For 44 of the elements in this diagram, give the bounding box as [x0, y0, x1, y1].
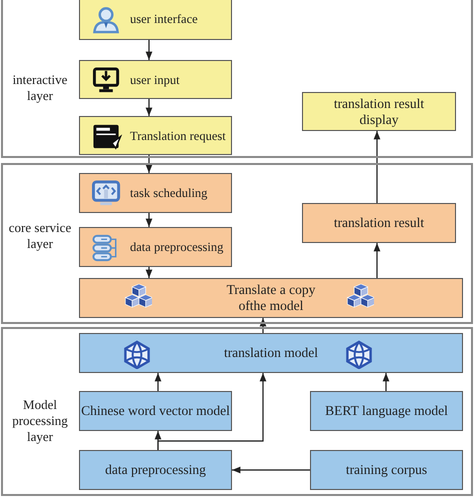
- arrow: [374, 131, 380, 203]
- layer-label: core service layer: [8, 220, 72, 252]
- box-label: BERT language model: [325, 403, 448, 419]
- box-label: translation result: [334, 215, 424, 231]
- layer-band: [1, 163, 473, 324]
- process-box: [79, 116, 232, 155]
- arrow: [232, 466, 310, 474]
- arrow: [146, 155, 152, 173]
- arrow: [260, 318, 266, 333]
- layer-band: [1, 0, 473, 158]
- process-box: [302, 92, 456, 131]
- box-label: Translate a copy ofthe model: [226, 282, 316, 314]
- arrow: [157, 373, 266, 450]
- box-label: Translation request: [130, 128, 227, 144]
- arrow: [146, 40, 152, 60]
- process-box: [302, 203, 456, 243]
- box-label: data preprocessing: [105, 462, 206, 478]
- layer-label: Model processing layer: [11, 397, 69, 445]
- process-box: [79, 173, 232, 213]
- arrow: [146, 99, 152, 116]
- process-box: [79, 278, 463, 318]
- arrow: [382, 373, 390, 391]
- box-label: data preprocessing: [130, 239, 224, 255]
- process-box: [79, 0, 232, 40]
- process-box: [79, 227, 232, 267]
- box-label: Chinese word vector model: [81, 403, 230, 419]
- layer-label: interactive layer: [12, 72, 68, 104]
- process-box: [79, 391, 232, 431]
- arrow: [374, 243, 380, 278]
- arrow: [154, 373, 162, 391]
- box-label: task scheduling: [130, 185, 208, 201]
- box-label: user input: [130, 72, 181, 88]
- box-label: translation result display: [332, 96, 426, 128]
- process-box: [79, 333, 463, 373]
- arrow: [146, 213, 152, 227]
- box-label: user interface: [130, 11, 199, 27]
- box-label: training corpus: [346, 462, 428, 478]
- layer-band: [1, 327, 473, 496]
- box-label: translation model: [224, 345, 318, 361]
- process-box: [79, 450, 232, 490]
- process-box: [310, 391, 463, 431]
- process-box: [79, 60, 232, 99]
- process-box: [310, 450, 463, 490]
- arrow: [146, 267, 152, 278]
